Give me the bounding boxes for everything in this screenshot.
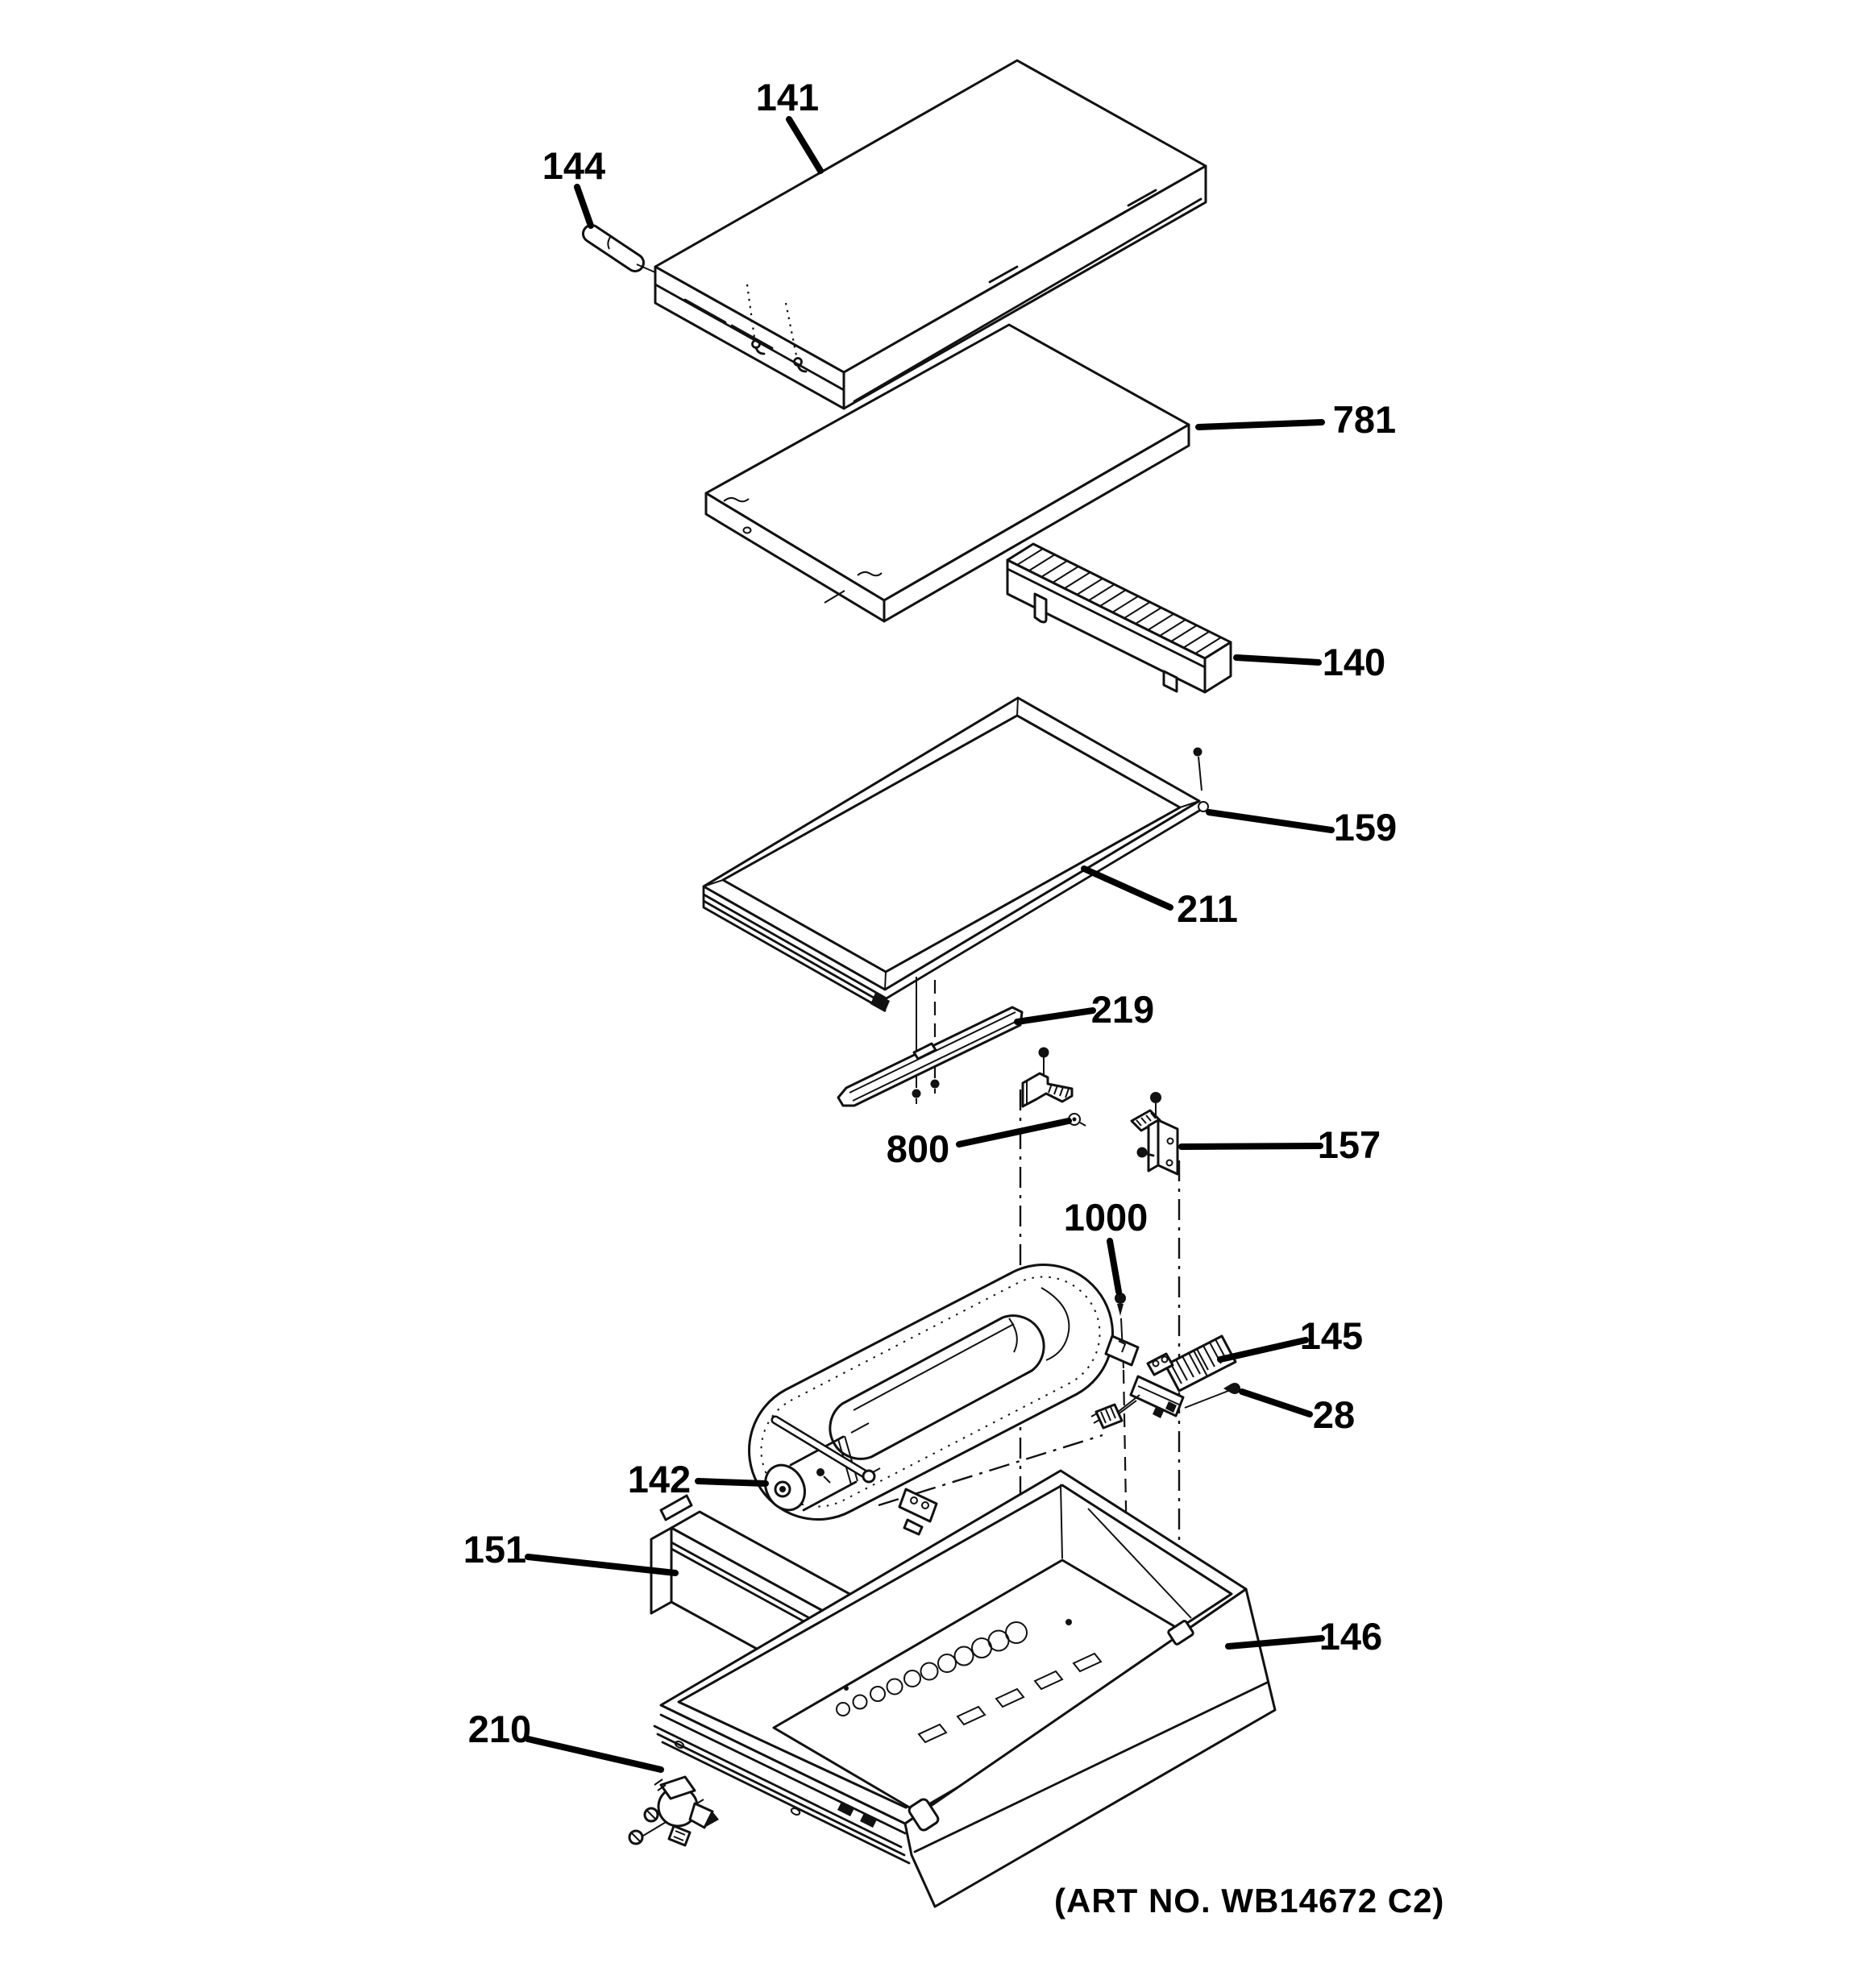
leader-151 [525,1554,679,1576]
leader-211 [1081,865,1173,911]
part-146-burner-box [653,1469,1277,1908]
art-number: (ART NO. WB14672 C2) [1054,1882,1444,1920]
floor-holes [836,1621,1028,1716]
leader-140 [1233,654,1322,666]
leader-145 [1217,1337,1309,1363]
part-1000-screw [1115,1293,1126,1316]
callout-800: 800 [887,1127,949,1170]
tray-mount-screws [912,977,940,1104]
leader-146 [1225,1635,1325,1650]
callout-146: 146 [1319,1615,1382,1658]
callout-141: 141 [756,76,819,118]
leader-1000 [1107,1238,1122,1295]
part-141-griddle-cover [654,59,1207,410]
part-211-tray [702,696,1209,1012]
part-781-panel [704,323,1190,623]
part-142-burner [748,1264,1140,1536]
callout-142: 142 [628,1458,691,1500]
callout-151: 151 [463,1528,526,1571]
leader-800 [956,1118,1072,1148]
part-140-vent-grille [1006,542,1232,694]
callout-219: 219 [1091,988,1154,1031]
leader-lines [525,116,1335,1773]
part-28-screw [1184,1383,1240,1409]
leader-142 [695,1478,769,1487]
callout-159: 159 [1334,806,1397,849]
callout-140: 140 [1323,641,1385,683]
leader-28 [1239,1388,1313,1417]
callout-210: 210 [468,1708,531,1750]
callout-211: 211 [1177,887,1238,930]
leader-219 [1014,1007,1096,1025]
leader-141 [786,116,824,174]
callout-157: 157 [1318,1123,1381,1166]
floor-slots [917,1652,1103,1744]
leader-144 [574,184,594,229]
part-800-clip-bracket [1021,1047,1086,1127]
part-210-valve [628,1775,719,1847]
part-144-rod [582,224,656,273]
leader-210 [525,1736,664,1773]
part-157-bracket [1130,1092,1179,1176]
leader-157 [1178,1143,1323,1150]
part-145-igniter [1090,1334,1237,1430]
leader-781 [1195,419,1325,430]
callout-144: 144 [542,144,605,187]
callout-28: 28 [1313,1393,1355,1436]
callout-1000: 1000 [1064,1196,1148,1239]
callout-145: 145 [1300,1314,1363,1357]
part-219-rail [837,1006,1024,1107]
part-159-screw [1193,747,1202,791]
leader-159 [1206,809,1335,833]
callout-781: 781 [1333,398,1396,441]
